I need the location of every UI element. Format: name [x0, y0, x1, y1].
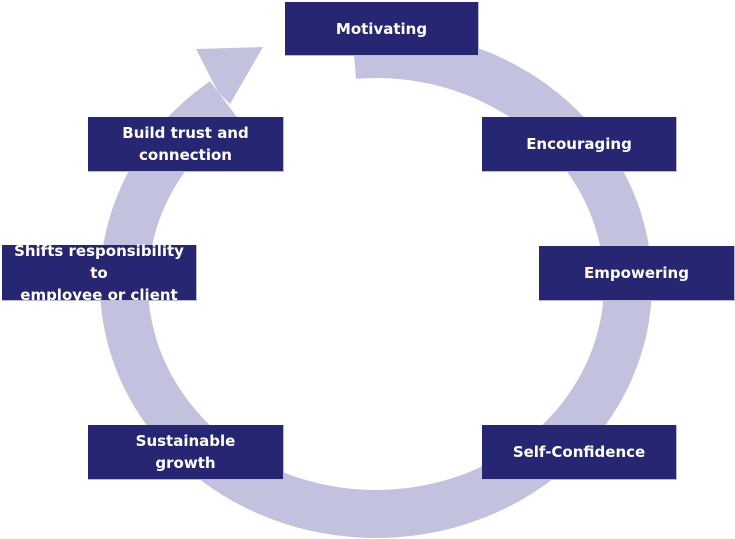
step-shifts-responsibility: Shifts responsibility to employee or cli…: [2, 242, 197, 304]
step-label-line-1: Sustainable: [135, 432, 236, 450]
step-label-line-1: Shifts responsibility to: [14, 241, 184, 282]
step-motivating: Motivating: [285, 2, 479, 56]
step-label-line-2: employee or client: [20, 285, 178, 304]
step-encouraging: Encouraging: [482, 117, 677, 172]
step-label: Encouraging: [526, 135, 632, 153]
step-label: Self-Confidence: [512, 443, 646, 461]
step-sustainable-growth: Sustainable growth: [88, 425, 284, 480]
step-self-confidence: Self-Confidence: [482, 425, 677, 480]
step-label-line-2: connection: [139, 146, 232, 164]
step-build-trust: Build trust and connection: [88, 117, 284, 172]
step-label: Motivating: [335, 19, 428, 38]
arrow-head-icon: [196, 47, 263, 104]
step-empowering: Empowering: [539, 246, 735, 301]
step-label-line-2: growth: [155, 454, 216, 472]
step-label-line-1: Build trust and: [122, 124, 249, 142]
step-label: Empowering: [584, 264, 689, 282]
